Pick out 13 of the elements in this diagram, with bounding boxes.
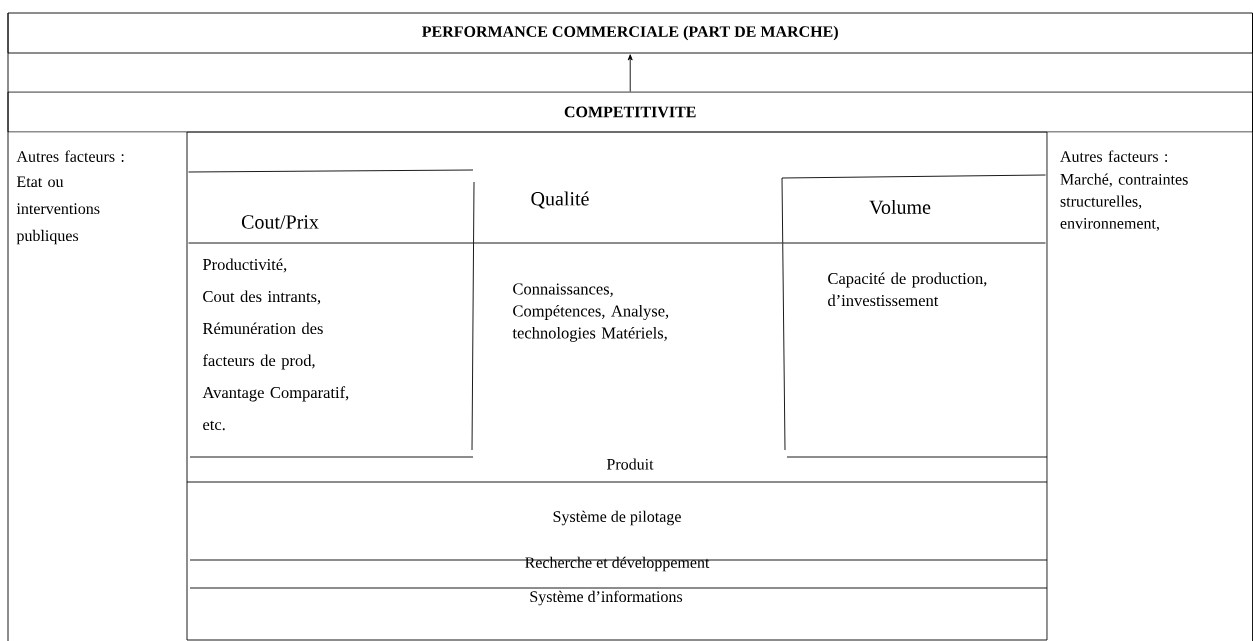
band-label: Système de pilotage [553, 510, 681, 526]
title-band: PERFORMANCE COMMERCIALE (PART DE MARCHE) [7, 12, 1253, 54]
factor-column: Cout/Prix Productivité, Cout des intrants, Rémunération des facteurs de prod, Avantage Comparatif, etc. [188, 169, 475, 451]
factor-column: Qualité Connaissances, Compétences, Analyse, technologies Matériels, [473, 191, 783, 342]
side-column: Autres facteurs : Etat ou interventions publiques [16, 150, 124, 245]
band-label: Produit [606, 458, 654, 470]
arrow [627, 54, 633, 92]
factor-column: Volume Capacité de production, d’investissement [781, 174, 1046, 451]
title-band: COMPETITIVITE [7, 91, 1253, 133]
band-label: Système d’informations [530, 590, 683, 606]
band-label: Recherche et développement [525, 556, 710, 572]
central-box [186, 131, 1048, 641]
side-column: Autres facteurs : Marché, contraintes structurelles, environnement, [1060, 150, 1188, 232]
